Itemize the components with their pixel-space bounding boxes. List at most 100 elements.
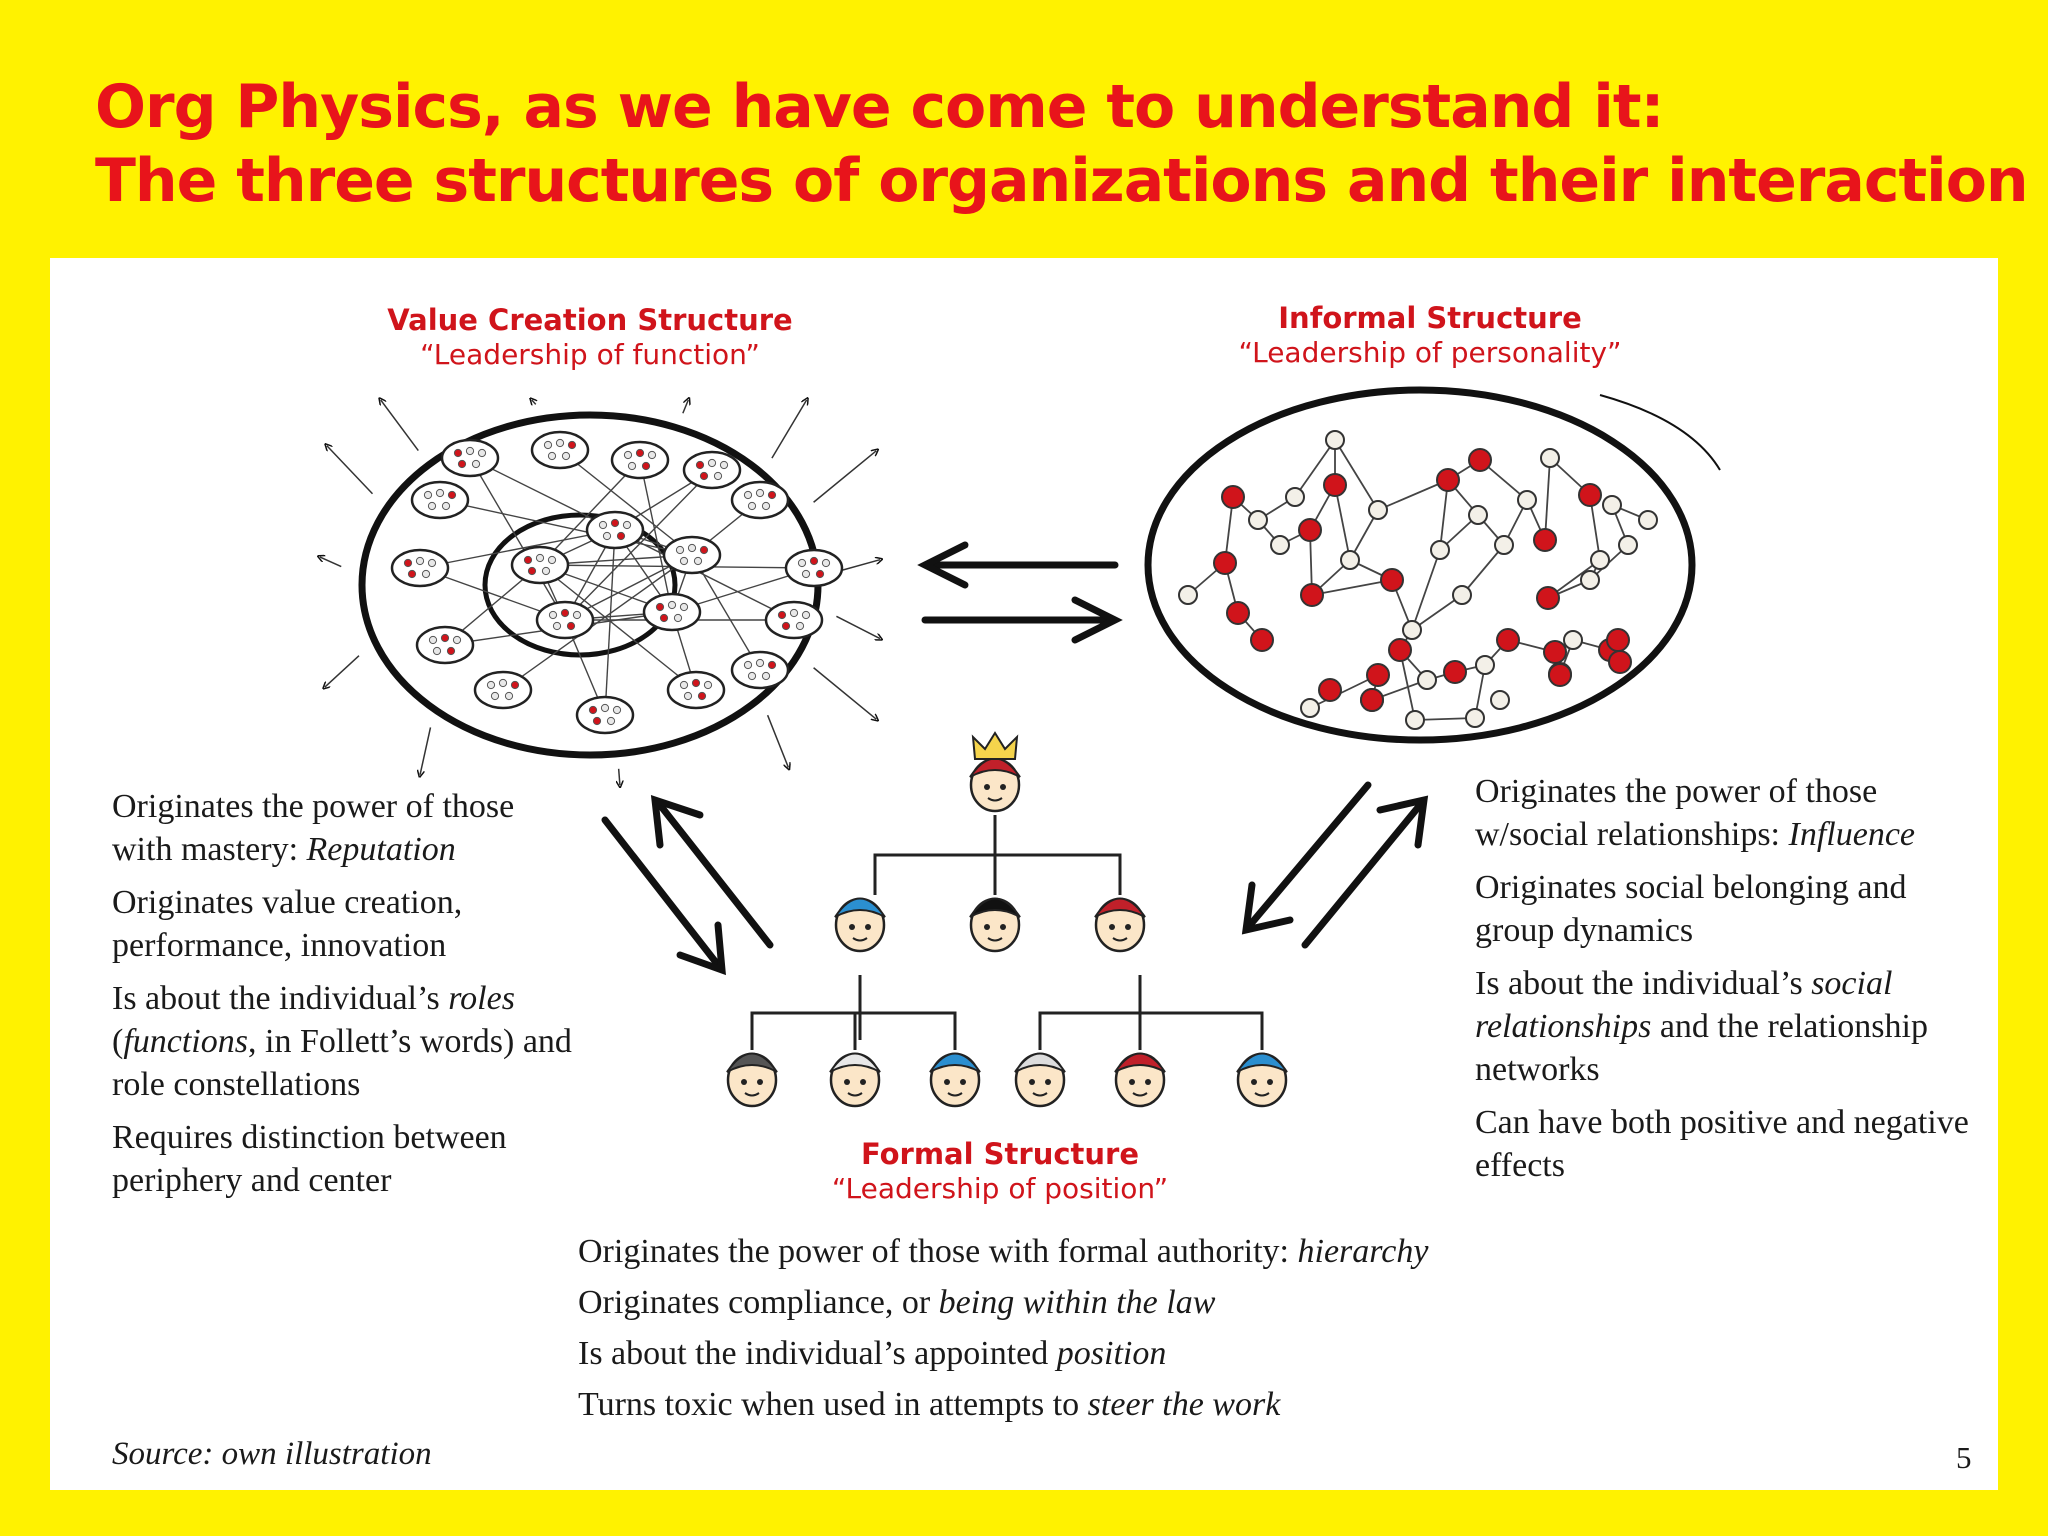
vc-point-1: Originates the power of those with maste… (112, 788, 515, 868)
person-node (1468, 505, 1488, 525)
person-node (1452, 585, 1472, 605)
person-node (1285, 487, 1305, 507)
value-creation-network (320, 400, 880, 785)
informal-points: Originates the power of those w/social r… (1475, 770, 1975, 1197)
person-node (1298, 518, 1322, 542)
person-node (1602, 495, 1622, 515)
person-node (1388, 638, 1412, 662)
formal-point-1: Originates the power of those with forma… (578, 1233, 1429, 1270)
person-node (1318, 678, 1342, 702)
person-node (1606, 628, 1630, 652)
person-node (1536, 586, 1560, 610)
person-face-icon (829, 1052, 881, 1108)
team-node (682, 450, 742, 490)
person-node (1402, 620, 1422, 640)
team-node (585, 510, 645, 550)
formal-header: Formal Structure “Leadership of position… (790, 1136, 1210, 1206)
exchange-arrows-right (1241, 781, 1429, 949)
person-node (1580, 570, 1600, 590)
title-line-2: The three structures of organizations an… (95, 146, 2029, 216)
person-node (1360, 688, 1384, 712)
person-node (1340, 550, 1360, 570)
informal-header: Informal Structure “Leadership of person… (1200, 300, 1660, 370)
person-node (1494, 535, 1514, 555)
vc-point-2: Originates value creation, performance, … (112, 884, 463, 964)
formal-point-4: Turns toxic when used in attempts to ste… (578, 1386, 1281, 1423)
inf-point-4: Can have both positive and negative effe… (1475, 1104, 1969, 1184)
team-node (764, 600, 824, 640)
team-node (666, 670, 726, 710)
org-chart-people (726, 731, 1288, 1108)
formal-points: Originates the power of those with forma… (578, 1230, 1678, 1434)
person-face-icon (1014, 1052, 1066, 1108)
person-face-icon (1114, 1052, 1166, 1108)
informal-network (1144, 386, 1721, 744)
person-node (1405, 710, 1425, 730)
exchange-arrows-horizontal (917, 541, 1123, 644)
person-node (1638, 510, 1658, 530)
team-node (730, 650, 790, 690)
person-node (1323, 473, 1347, 497)
team-node (530, 430, 590, 470)
person-node (1475, 655, 1495, 675)
formal-point-3: Is about the individual’s appointed posi… (578, 1335, 1167, 1372)
inf-point-3: Is about the individual’s social relatio… (1475, 965, 1928, 1088)
source-note: Source: own illustration (112, 1436, 432, 1472)
team-node (510, 545, 570, 585)
person-node (1443, 660, 1467, 684)
person-node (1300, 698, 1320, 718)
value-creation-header: Value Creation Structure “Leadership of … (380, 302, 800, 372)
person-face-icon (929, 1052, 981, 1108)
person-node (1250, 628, 1274, 652)
person-node (1430, 540, 1450, 560)
person-node (1540, 448, 1560, 468)
person-node (1468, 448, 1492, 472)
person-node (1590, 550, 1610, 570)
person-face-icon (834, 897, 886, 953)
person-node (1366, 663, 1390, 687)
team-node (784, 548, 844, 588)
person-node (1248, 510, 1268, 530)
person-node (1226, 601, 1250, 625)
formal-name: Formal Structure (860, 1137, 1140, 1171)
team-node (410, 480, 470, 520)
informal-subtitle: “Leadership of personality” (1238, 336, 1622, 369)
team-node (662, 535, 722, 575)
formal-subtitle: “Leadership of position” (831, 1172, 1169, 1205)
team-node (610, 440, 670, 480)
person-face-icon (969, 897, 1021, 953)
exchange-arrows-left (601, 794, 774, 976)
team-node (415, 625, 475, 665)
value-creation-name: Value Creation Structure (387, 303, 793, 337)
person-node (1417, 670, 1437, 690)
team-node (440, 438, 500, 478)
person-node (1563, 630, 1583, 650)
person-node (1517, 490, 1537, 510)
person-node (1548, 663, 1572, 687)
vc-point-3: Is about the individual’s roles (functio… (112, 980, 572, 1103)
team-node (575, 695, 635, 735)
team-node (390, 548, 450, 588)
person-node (1178, 585, 1198, 605)
team-node (642, 592, 702, 632)
person-node (1465, 708, 1485, 728)
person-face-icon (1094, 897, 1146, 953)
person-node (1213, 551, 1237, 575)
person-node (1436, 468, 1460, 492)
title-line-1: Org Physics, as we have come to understa… (95, 72, 1665, 142)
content-panel (50, 258, 1998, 1490)
person-node (1608, 650, 1632, 674)
person-node (1533, 528, 1557, 552)
team-node (473, 670, 533, 710)
team-node (535, 600, 595, 640)
person-node (1221, 485, 1245, 509)
person-node (1300, 583, 1324, 607)
person-node (1490, 690, 1510, 710)
person-face-icon (726, 1052, 778, 1108)
value-creation-subtitle: “Leadership of function” (420, 338, 760, 371)
inf-point-2: Originates social belonging and group dy… (1475, 869, 1907, 949)
leader-face-icon (969, 731, 1021, 813)
person-node (1496, 628, 1520, 652)
inf-point-1: Originates the power of those w/social r… (1475, 773, 1916, 853)
